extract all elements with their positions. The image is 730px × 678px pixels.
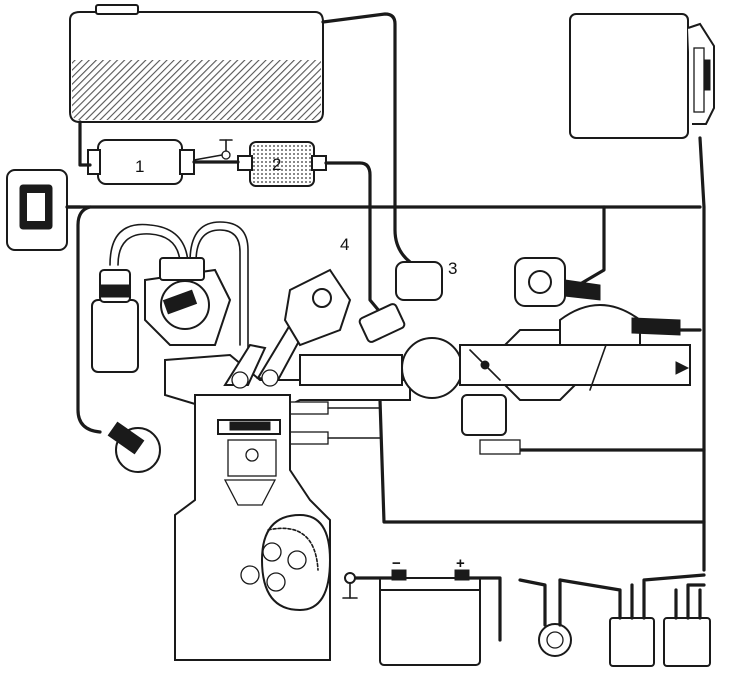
callout-2-label: 2	[272, 155, 281, 174]
fuel-tank	[69, 4, 324, 123]
ground-symbol	[193, 139, 233, 161]
engine-block	[174, 394, 332, 661]
callout-1-label: 1	[135, 157, 144, 176]
throttle-body	[459, 304, 691, 436]
coolant-sensors	[287, 401, 521, 455]
distributor	[144, 257, 232, 346]
relay-pack	[558, 573, 711, 667]
relay	[6, 169, 68, 251]
ignition-coil	[91, 269, 139, 373]
temperature-sensor	[107, 421, 161, 473]
injector: 4	[283, 235, 352, 347]
callout-3-label: 3	[448, 259, 457, 278]
throttle-switch	[514, 257, 681, 336]
intake-plenum	[299, 337, 463, 399]
battery: − +	[342, 555, 502, 666]
battery-positive-label: +	[456, 555, 465, 572]
idle-valve	[518, 578, 572, 657]
callout-4-label: 4	[340, 235, 349, 254]
fuel-pump: 1	[87, 139, 195, 185]
control-unit	[569, 13, 715, 139]
fuel-filter: 2	[237, 141, 327, 187]
battery-negative-label: −	[392, 555, 401, 572]
pressure-regulator: 3	[358, 259, 457, 343]
